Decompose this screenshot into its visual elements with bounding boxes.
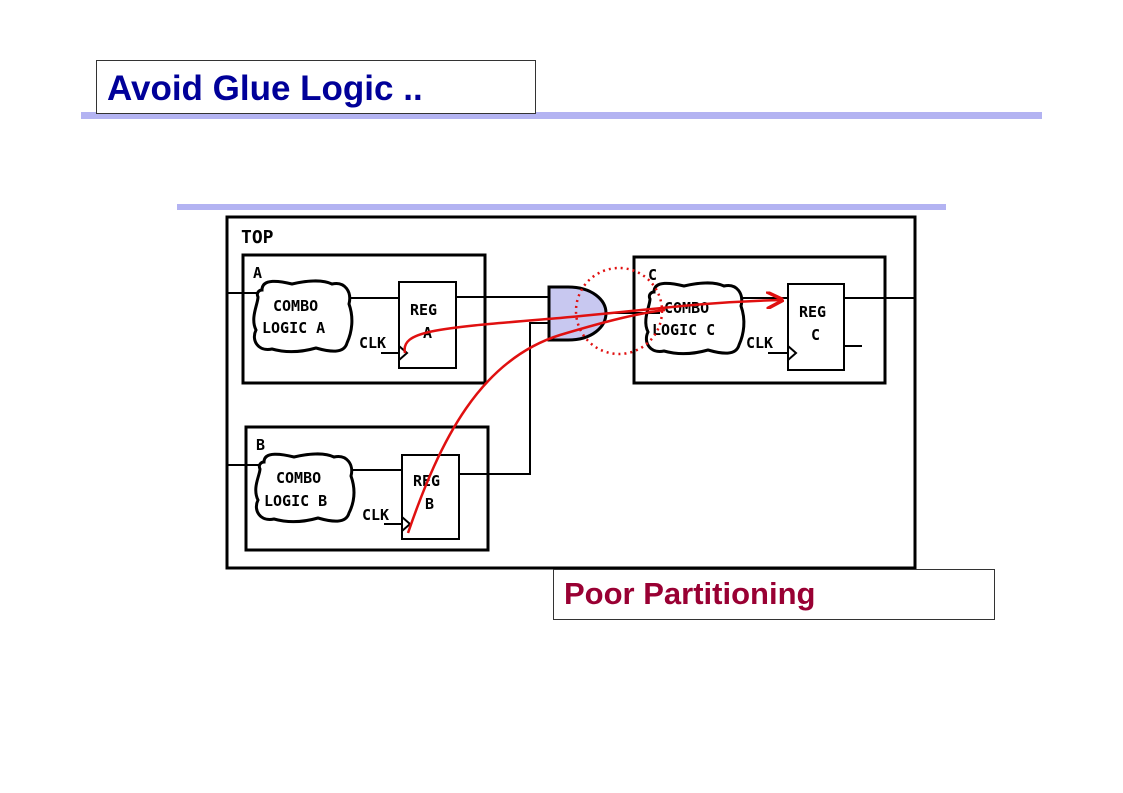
critical-path-a (403, 300, 782, 354)
module-a: A COMBO LOGIC A REG A CLK (227, 253, 550, 385)
reg-c-clk-triangle (787, 345, 798, 361)
title-rule (81, 112, 1042, 119)
module-c: C COMBO LOGIC C REG C CLK (632, 255, 915, 385)
section-rule (177, 204, 946, 210)
combo-logic-a-line1: COMBO (273, 297, 318, 315)
reg-b-output-wire (459, 322, 552, 475)
module-a-label: A (253, 264, 262, 282)
slide-title: Avoid Glue Logic .. (107, 69, 423, 108)
top-module-label: TOP (241, 227, 274, 248)
reg-a-line1: REG (410, 301, 437, 319)
combo-logic-b-cloud (254, 452, 356, 523)
caption-box: Poor Partitioning (553, 569, 995, 620)
critical-path-b (406, 308, 666, 534)
combo-logic-a-cloud (252, 279, 354, 353)
combo-logic-b-line2: LOGIC B (264, 492, 327, 510)
module-b: B COMBO LOGIC B REG B CLK (227, 322, 552, 552)
reg-c-line2: C (811, 326, 820, 344)
combo-logic-b-line1: COMBO (276, 469, 321, 487)
reg-b-clk-label: CLK (362, 506, 389, 524)
module-b-label: B (256, 436, 265, 454)
reg-c-box (787, 283, 845, 371)
reg-b-line2: B (425, 495, 434, 513)
reg-a-clk-label: CLK (359, 334, 386, 352)
module-c-label: C (648, 266, 657, 284)
combo-logic-c-line2: LOGIC C (652, 321, 715, 339)
reg-a-box (398, 281, 457, 369)
reg-c-line1: REG (799, 303, 826, 321)
reg-a-clk-triangle (398, 345, 409, 361)
caption-text: Poor Partitioning (564, 576, 816, 611)
combo-logic-a-line2: LOGIC A (262, 319, 325, 337)
reg-c-clk-label: CLK (746, 334, 773, 352)
title-box: Avoid Glue Logic .. (96, 60, 536, 114)
